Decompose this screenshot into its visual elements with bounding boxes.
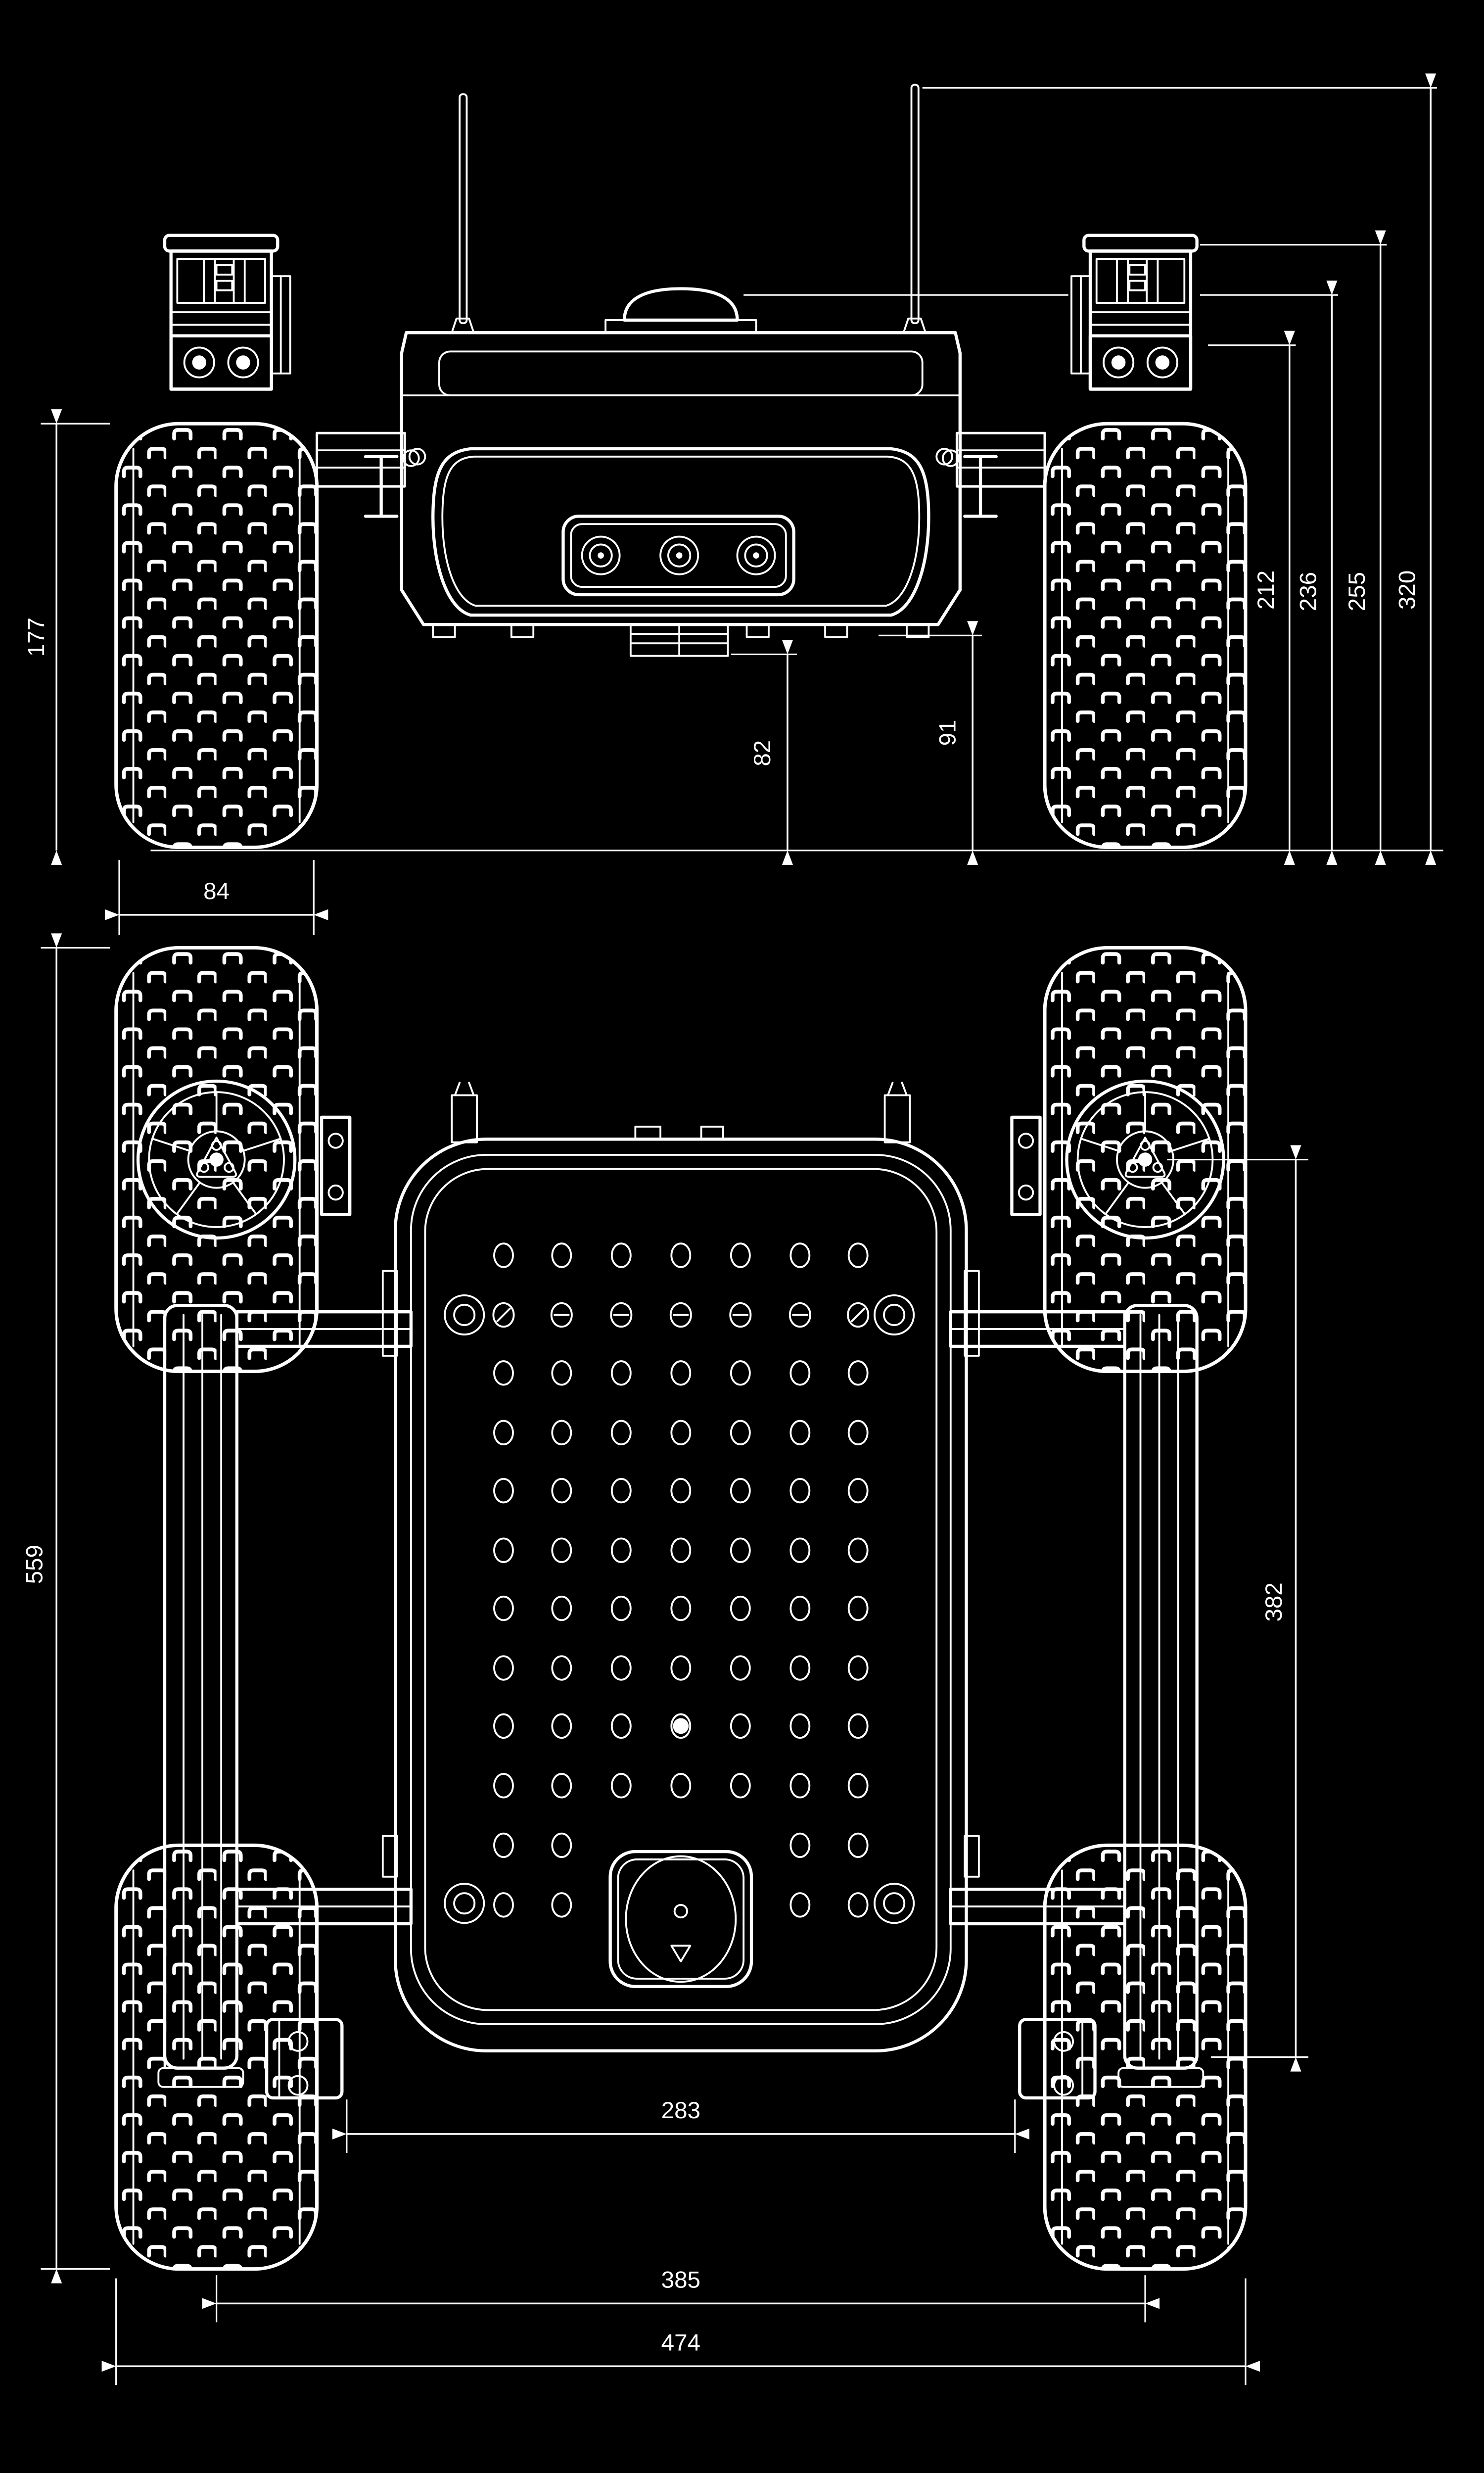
front-fascia — [431, 447, 930, 617]
dim-label-frame-clearance: 82 — [749, 740, 776, 766]
left-antenna — [451, 93, 475, 334]
connector-plate — [561, 515, 795, 597]
right-sensor-pod — [1071, 236, 1197, 389]
dim-label-frame-length: 283 — [661, 2097, 700, 2124]
dim-label-track-width: 385 — [661, 2267, 700, 2293]
connectors — [581, 535, 776, 575]
plate-top-tabs — [634, 1126, 724, 1141]
dim-label-wheel-width: 84 — [203, 878, 230, 904]
left-side-notch — [381, 1270, 398, 1357]
dim-label-wheelbase: 382 — [1261, 1582, 1287, 1621]
robot-body-front — [400, 331, 962, 657]
corner-screw-right — [935, 448, 953, 466]
chassis-top-plate — [381, 1126, 980, 2052]
right-antenna — [902, 84, 927, 334]
dim-label-body-clearance: 91 — [934, 720, 961, 746]
top-lid — [438, 350, 924, 397]
top-view-rear-left-wheel — [116, 1845, 317, 2269]
dim-label-sensor-height: 255 — [1344, 572, 1370, 611]
charging-pad — [608, 1850, 753, 1988]
left-sensor-pod — [165, 236, 290, 389]
dim-label-chassis-height: 212 — [1253, 571, 1279, 610]
antenna-mount-top-left — [451, 1082, 478, 1143]
bottom-feet — [432, 623, 930, 638]
front-view-right-wheel — [1045, 424, 1246, 847]
corner-screw-left — [408, 448, 426, 466]
dim-label-antenna-height: 320 — [1394, 571, 1420, 610]
front-view-left-wheel — [116, 424, 317, 847]
front-dimensions: 177 84 82 91 212 236 255 320 — [23, 73, 1437, 936]
right-side-notch — [964, 1270, 980, 1357]
bottom-skid-bracket — [629, 623, 729, 657]
gps-dome — [604, 287, 757, 334]
dim-label-camera-height: 236 — [1296, 572, 1322, 611]
dim-label-wheel-diameter: 177 — [23, 618, 49, 657]
antenna-mount-top-right — [883, 1082, 911, 1143]
mounting-hole-grid — [444, 1242, 915, 1924]
top-view: 559 382 283 385 474 — [22, 933, 1308, 2385]
dim-label-overall-width: 474 — [661, 2330, 700, 2356]
front-view: 177 84 82 91 212 236 255 320 — [23, 73, 1443, 936]
top-dimensions: 559 382 283 385 474 — [22, 933, 1308, 2385]
dim-label-overall-length: 559 — [22, 1545, 48, 1584]
right-axle-assembly — [943, 433, 1045, 516]
left-axle-assembly — [317, 433, 419, 516]
